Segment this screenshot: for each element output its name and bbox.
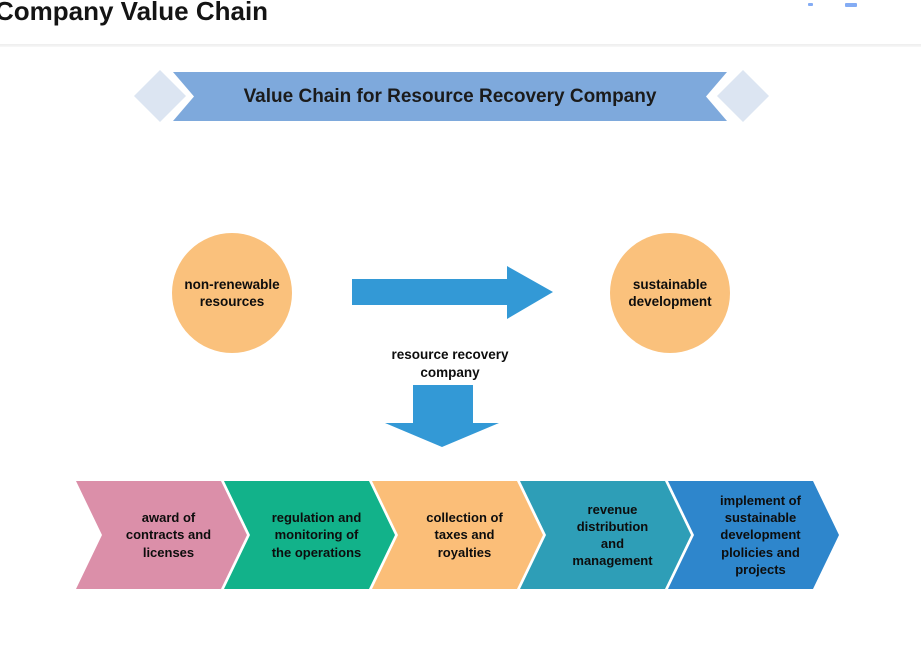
arrow-caption: resource recovery company (391, 347, 509, 380)
banner-ribbon-shape: Value Chain for Resource Recovery Compan… (173, 72, 727, 121)
chevron-step-label: regulation and monitoring of the operati… (271, 510, 362, 560)
chevron-step-5: implement of sustainable development plo… (668, 481, 839, 589)
chevron-step-label: implement of sustainable development plo… (720, 493, 801, 577)
shape-non-renewable-resources: non-renewable resources (172, 233, 292, 353)
right-arrow-icon (352, 266, 553, 319)
chevron-step-label: revenue distribution and management (572, 501, 653, 569)
page-title: Company Value Chain (0, 0, 269, 26)
cropped-link-fragment[interactable] (845, 3, 857, 7)
banner-title: Value Chain for Resource Recovery Compan… (243, 85, 657, 107)
header-divider (0, 44, 921, 47)
chevron-step-3: collection of taxes and royalties (372, 481, 543, 589)
banner-right-diamond-shape (717, 70, 769, 122)
chevron-step-4: revenue distribution and management (520, 481, 691, 589)
chevron-step-2: regulation and monitoring of the operati… (224, 481, 395, 589)
shape-sustainable-development: sustainable development (610, 233, 730, 353)
process-chevron-band: award of contracts and licenses regulati… (0, 481, 921, 589)
cropped-link-fragment[interactable] (808, 3, 813, 6)
down-arrow-icon (385, 385, 499, 447)
circle-label: non-renewable resources (184, 276, 280, 309)
chevron-step-label: collection of taxes and royalties (426, 510, 503, 560)
chevron-step-label: award of contracts and licenses (125, 510, 212, 560)
chevron-step-1: award of contracts and licenses (76, 481, 247, 589)
circle-label: sustainable development (628, 276, 712, 309)
